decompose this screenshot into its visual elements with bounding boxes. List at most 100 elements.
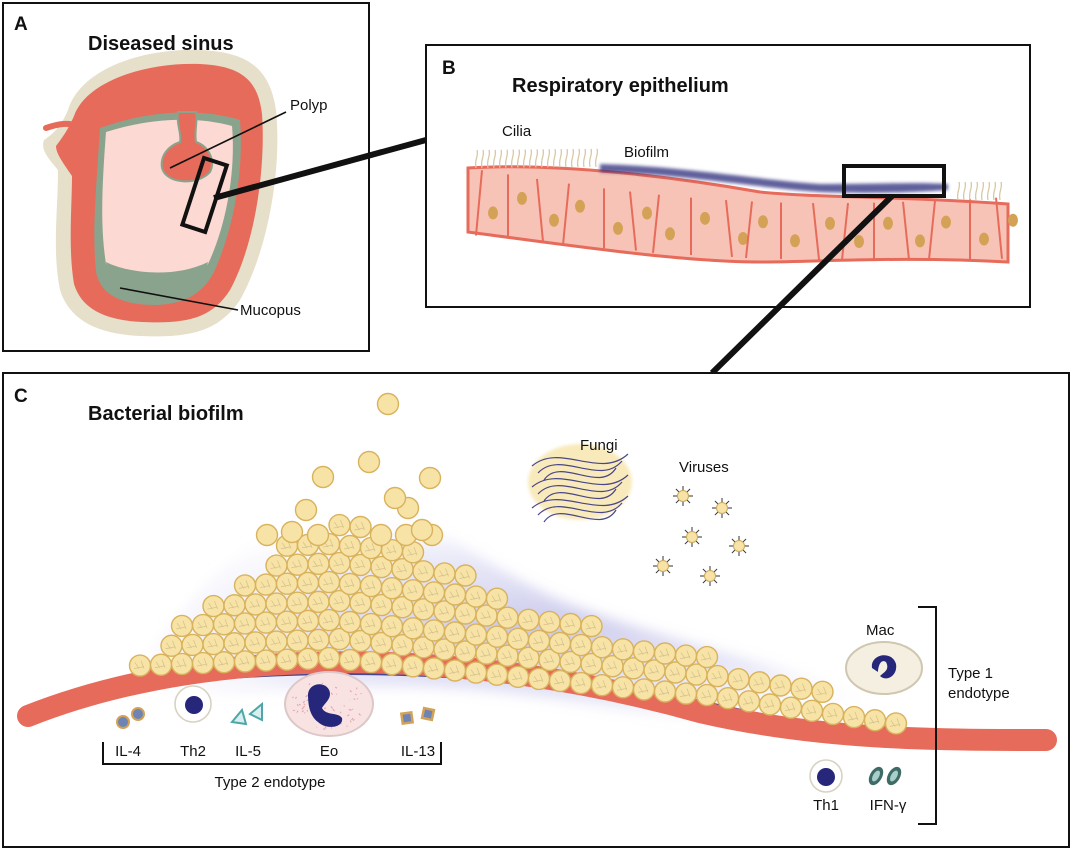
bacterium [464, 585, 488, 608]
biofilm-label: Biofilm [624, 144, 669, 161]
mucopus-leader [119, 287, 239, 311]
bacterium [401, 541, 425, 564]
bacterium [191, 613, 215, 637]
bacterium [611, 638, 635, 661]
bacterium [737, 690, 761, 713]
type2-bracket [102, 742, 442, 765]
polyp-label: Polyp [290, 97, 328, 114]
bacterium [685, 663, 708, 686]
virus [729, 536, 749, 556]
bacterium [401, 579, 425, 602]
il5-icon [230, 701, 263, 726]
bacterium [359, 650, 383, 674]
bacterium [674, 682, 698, 705]
bacterium [170, 652, 194, 676]
bacterium [275, 572, 299, 595]
bacterium [212, 613, 236, 636]
bacterium [296, 571, 320, 595]
bacterium [307, 552, 330, 576]
bacterium [464, 661, 488, 684]
bacterium [748, 671, 771, 694]
bacterium [181, 633, 204, 657]
bacterium [401, 617, 425, 640]
bacterium [265, 630, 288, 653]
bacterium [727, 668, 750, 691]
bacterium [454, 564, 477, 587]
bacterium [485, 625, 509, 648]
virus [653, 556, 673, 576]
bacterium [128, 654, 152, 677]
type1-label-line1: Type 1 [948, 665, 993, 682]
bacterium [538, 610, 561, 634]
bacterium [548, 669, 572, 693]
virus [712, 498, 732, 518]
bacterium [275, 648, 299, 671]
bacterium [296, 609, 320, 633]
bacterium [506, 665, 530, 688]
bacterium [286, 629, 309, 652]
bacterium [821, 702, 845, 726]
panel-a: A Diseased sinus Polyp Mucopus [2, 2, 370, 352]
bacterium [244, 631, 267, 654]
bacterium [464, 623, 488, 646]
th2-cell [174, 685, 212, 723]
eosinophil-cell [284, 671, 374, 737]
bacterium [790, 677, 813, 700]
il13-label: IL-13 [401, 743, 435, 760]
bacterium [496, 606, 519, 629]
viruses-label: Viruses [679, 459, 729, 476]
bacterium [548, 631, 572, 655]
bacterium [800, 699, 824, 722]
il5-label: IL-5 [235, 743, 261, 760]
free-bacterium [418, 466, 442, 490]
mucopus-label: Mucopus [240, 302, 301, 319]
cilia-left [474, 148, 599, 169]
bacterium [863, 709, 887, 732]
bacterium [485, 587, 509, 610]
bacterium [443, 583, 467, 606]
bacteria-pile [128, 496, 908, 735]
bacterium [338, 534, 362, 558]
bacterium [286, 591, 309, 614]
bacterium [380, 615, 404, 638]
bacterium [369, 523, 393, 547]
bacterium [706, 664, 729, 688]
bacterium [559, 612, 582, 636]
cilia-label: Cilia [502, 123, 532, 140]
bacterium [307, 628, 330, 652]
bacterium [506, 627, 530, 650]
bacterium [590, 636, 614, 659]
cilia-right [956, 181, 1003, 201]
bacterium [170, 614, 194, 638]
bacterium [811, 680, 834, 703]
type1-bracket [918, 606, 937, 825]
polyp-leader [169, 111, 287, 169]
bacterium [317, 570, 341, 594]
bacterium [296, 647, 320, 671]
panel-c: C Bacterial biofilm Fungi Viruses Mac Ty… [2, 372, 1070, 848]
bacterium [370, 555, 393, 579]
bacterium [254, 649, 278, 672]
bacterium [632, 640, 656, 663]
bacterium [884, 712, 908, 735]
bacterium [380, 653, 404, 676]
panel-b-letter: B [442, 58, 456, 79]
bacterium [233, 574, 257, 597]
bacterium [202, 594, 225, 618]
fungi-icon [528, 444, 632, 523]
panel-b-zoom-box [842, 164, 946, 198]
virus [673, 486, 693, 506]
bacterium [422, 619, 446, 642]
bacterium [527, 629, 551, 653]
bacterium [412, 560, 435, 583]
connector-b-c [709, 193, 895, 376]
bacterium [632, 678, 656, 701]
bacterium [338, 648, 362, 672]
bacterium [527, 667, 551, 691]
bacterium [191, 651, 215, 675]
panel-b: B Respiratory epithelium Cilia Biofilm [425, 44, 1031, 308]
bacterium [485, 663, 509, 686]
free-bacterium [376, 392, 400, 416]
il4-label: IL-4 [115, 743, 141, 760]
bacterium [443, 659, 467, 682]
